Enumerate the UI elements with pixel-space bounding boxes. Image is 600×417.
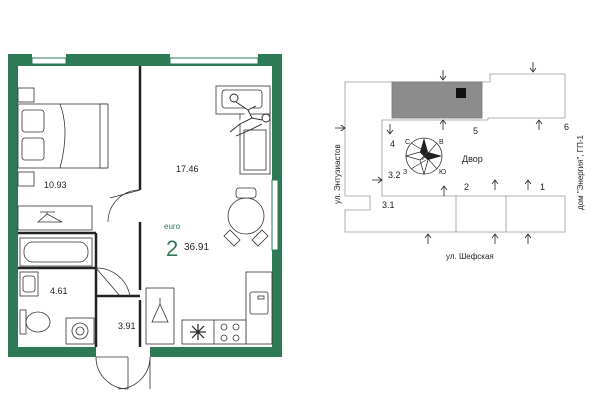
nightstand bbox=[17, 171, 35, 187]
room-area-hall: 3.91 bbox=[118, 321, 136, 331]
kitchen-counter bbox=[181, 271, 273, 345]
section-marker-icon bbox=[456, 88, 466, 98]
section-2: 2 bbox=[464, 182, 469, 192]
room-area-bedroom: 10.93 bbox=[44, 180, 67, 190]
interior-walls bbox=[18, 66, 142, 347]
section-3-1: 3.1 bbox=[382, 200, 395, 210]
asterisk-icon bbox=[190, 324, 206, 340]
site-map bbox=[344, 73, 566, 233]
compass-icon: С Ю З В bbox=[403, 137, 446, 176]
compass-west: З bbox=[403, 169, 407, 176]
doors bbox=[95, 189, 151, 390]
section-3-2: 3.2 bbox=[388, 170, 401, 180]
room-area-bathroom: 4.61 bbox=[50, 286, 68, 296]
compass-east: В bbox=[439, 139, 444, 146]
washing-machine bbox=[65, 317, 95, 345]
street-west: ул. Энтузиастов bbox=[333, 144, 342, 204]
nightstand bbox=[17, 87, 35, 103]
wardrobe bbox=[17, 205, 93, 231]
street-south: ул. Шефская bbox=[446, 252, 494, 261]
section-1: 1 bbox=[540, 182, 545, 192]
room-count: 2 bbox=[166, 236, 178, 261]
section-4: 4 bbox=[390, 139, 395, 149]
total-area: 36.91 bbox=[184, 242, 209, 253]
compass-north: С bbox=[405, 139, 410, 146]
section-5: 5 bbox=[473, 126, 478, 136]
arrows bbox=[335, 62, 543, 244]
toilet bbox=[19, 309, 51, 335]
bathtub bbox=[19, 237, 93, 267]
apartment-plan: 10.93 17.46 4.61 3.91 euro 2 36.91 bbox=[8, 54, 282, 390]
layout-type: euro bbox=[164, 222, 181, 231]
person-icon bbox=[229, 93, 271, 137]
section-6: 6 bbox=[564, 122, 569, 132]
double-bed bbox=[17, 103, 109, 169]
window bbox=[271, 179, 279, 251]
street-east: дом "Энергия", ГП-1 bbox=[576, 135, 585, 210]
highlighted-section bbox=[391, 81, 483, 119]
washbasin bbox=[19, 271, 39, 297]
window bbox=[31, 57, 67, 65]
yard-label: Двор bbox=[462, 154, 483, 164]
window bbox=[169, 57, 259, 65]
room-area-living: 17.46 bbox=[176, 164, 199, 174]
sofa bbox=[215, 85, 271, 175]
dining-table bbox=[223, 187, 269, 247]
compass-south: Ю bbox=[439, 169, 446, 176]
hall-wardrobe bbox=[145, 287, 175, 345]
